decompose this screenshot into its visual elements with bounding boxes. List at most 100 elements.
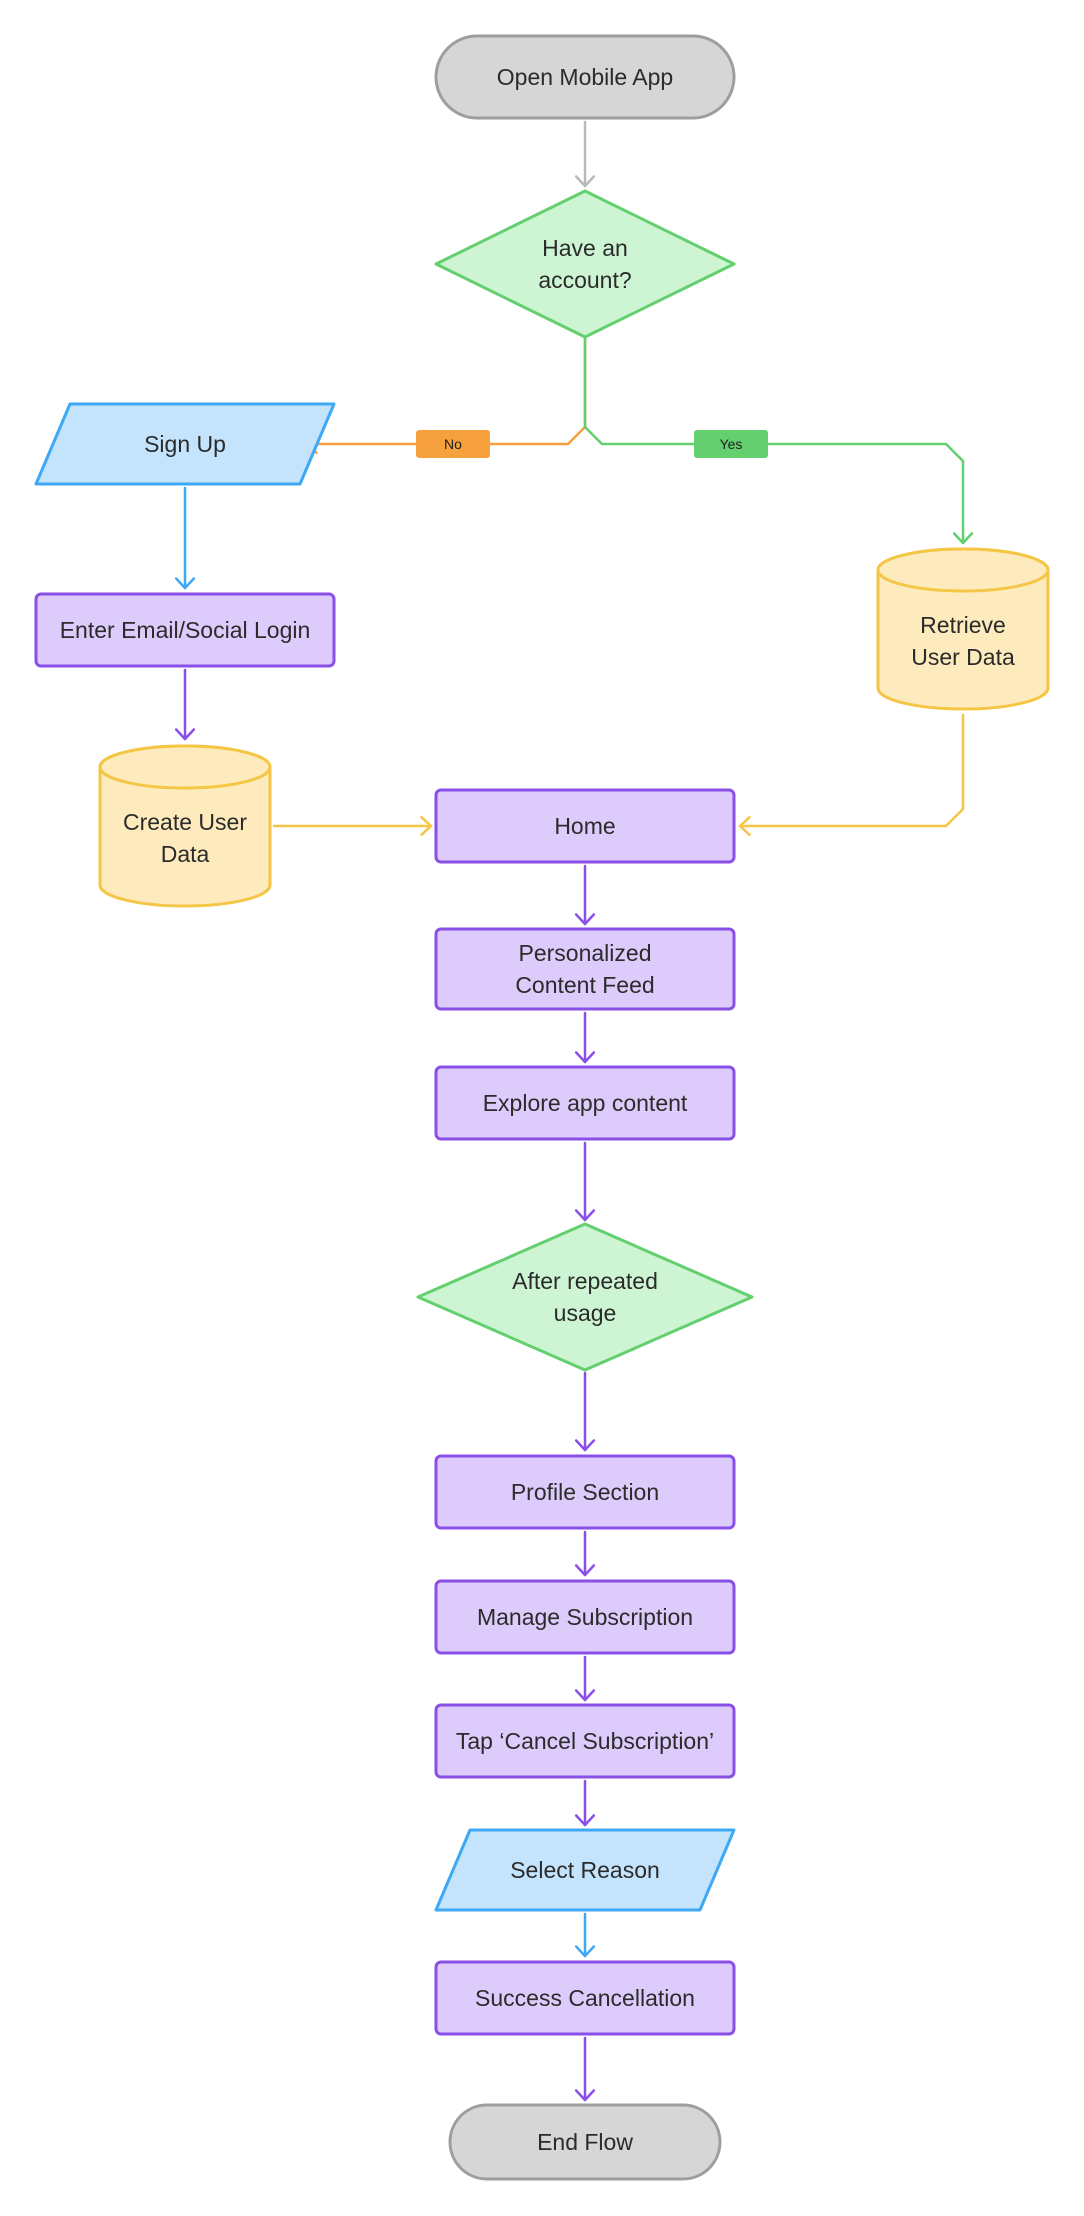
node-label-line: Content Feed bbox=[515, 972, 654, 998]
node-label-enter-email: Enter Email/Social Login bbox=[60, 617, 311, 643]
arrowhead bbox=[574, 1439, 596, 1452]
edge-home-to-personalized-feed bbox=[574, 864, 596, 926]
edge-label-badge bbox=[694, 430, 768, 458]
arrowhead bbox=[574, 1564, 596, 1577]
node-success-cancellation: Success Cancellation bbox=[434, 1960, 736, 2036]
arrowhead bbox=[574, 2089, 596, 2102]
node-end-flow: End Flow bbox=[448, 2103, 722, 2181]
edge-retrieve-user-data-to-home bbox=[738, 713, 965, 837]
edge-after-repeated-usage-to-profile-section bbox=[574, 1371, 596, 1452]
arrowhead bbox=[574, 1814, 596, 1827]
edge-line bbox=[583, 336, 965, 545]
process-shape bbox=[34, 592, 336, 668]
node-home: Home bbox=[434, 788, 736, 864]
edge-label-text: Yes bbox=[720, 436, 743, 452]
edge-sign-up-to-enter-email bbox=[174, 486, 196, 590]
edge-explore-content-to-after-repeated-usage bbox=[574, 1141, 596, 1222]
arrowhead bbox=[174, 577, 196, 590]
decision-shape bbox=[416, 1222, 754, 1372]
process-shape bbox=[434, 927, 736, 1011]
node-label-line: Create User bbox=[123, 809, 247, 835]
process-shape bbox=[434, 788, 736, 864]
node-label-line: Have an bbox=[542, 235, 628, 261]
node-profile-section: Profile Section bbox=[434, 1454, 736, 1530]
node-label-explore-content: Explore app content bbox=[483, 1090, 688, 1116]
edge-personalized-feed-to-explore-content bbox=[574, 1011, 596, 1064]
node-label-sign-up: Sign Up bbox=[144, 431, 226, 457]
node-open-app: Open Mobile App bbox=[434, 34, 736, 120]
arrowhead bbox=[574, 175, 596, 188]
arrowhead bbox=[574, 1945, 596, 1958]
node-label-line: account? bbox=[538, 267, 631, 293]
arrowhead bbox=[420, 815, 433, 837]
edge-tap-cancel-to-select-reason bbox=[574, 1779, 596, 1827]
arrowhead bbox=[574, 1051, 596, 1064]
node-label-line: usage bbox=[554, 1300, 617, 1326]
node-label-line: Data bbox=[161, 841, 210, 867]
process-shape bbox=[434, 1065, 736, 1141]
edges-layer bbox=[174, 120, 974, 2102]
terminal-shape bbox=[448, 2103, 722, 2181]
node-label-home: Home bbox=[554, 813, 615, 839]
terminal-shape bbox=[434, 34, 736, 120]
edge-enter-email-to-create-user-data bbox=[174, 668, 196, 741]
node-label-profile-section: Profile Section bbox=[511, 1479, 659, 1505]
cylinder-shape bbox=[876, 547, 1050, 711]
edge-profile-section-to-manage-subscription bbox=[574, 1530, 596, 1577]
arrowhead bbox=[738, 815, 751, 837]
edge-labels-layer: No Yes bbox=[416, 430, 768, 458]
edge-create-user-data-to-home bbox=[272, 815, 433, 837]
node-sign-up: Sign Up bbox=[34, 402, 336, 486]
arrowhead bbox=[952, 532, 974, 545]
node-label-manage-subscription: Manage Subscription bbox=[477, 1604, 693, 1630]
node-enter-email: Enter Email/Social Login bbox=[34, 592, 336, 668]
node-label-line: After repeated bbox=[512, 1268, 658, 1294]
process-shape bbox=[434, 1454, 736, 1530]
edge-line bbox=[738, 713, 965, 828]
arrowhead bbox=[574, 913, 596, 926]
node-have-account: Have an account? bbox=[434, 189, 736, 339]
edge-label-badge bbox=[416, 430, 490, 458]
edge-label-no: No bbox=[416, 430, 490, 458]
node-label-tap-cancel: Tap ‘Cancel Subscription’ bbox=[456, 1728, 714, 1754]
cylinder-shape bbox=[98, 744, 272, 908]
node-label-after-repeated-usage: After repeated usage bbox=[512, 1268, 658, 1326]
arrowhead bbox=[574, 1209, 596, 1222]
decision-shape bbox=[434, 189, 736, 339]
node-label-line: User Data bbox=[911, 644, 1015, 670]
io-shape bbox=[34, 402, 336, 486]
edge-select-reason-to-success-cancellation bbox=[574, 1912, 596, 1958]
edge-success-cancellation-to-end-flow bbox=[574, 2036, 596, 2102]
node-label-have-account: Have an account? bbox=[538, 235, 631, 293]
arrowhead bbox=[174, 728, 196, 741]
node-label-line: Personalized bbox=[519, 940, 652, 966]
process-shape bbox=[434, 1579, 736, 1655]
edge-label-yes: Yes bbox=[694, 430, 768, 458]
node-explore-content: Explore app content bbox=[434, 1065, 736, 1141]
process-shape bbox=[434, 1960, 736, 2036]
node-tap-cancel: Tap ‘Cancel Subscription’ bbox=[434, 1703, 736, 1779]
node-after-repeated-usage: After repeated usage bbox=[416, 1222, 754, 1372]
edge-open-app-to-have-account bbox=[574, 120, 596, 188]
node-select-reason: Select Reason bbox=[434, 1828, 736, 1912]
edge-have-account-to-retrieve-user-data bbox=[583, 336, 974, 545]
node-label-end-flow: End Flow bbox=[537, 2129, 633, 2155]
node-label-line: Retrieve bbox=[920, 612, 1006, 638]
io-shape bbox=[434, 1828, 736, 1912]
edge-label-text: No bbox=[444, 436, 462, 452]
edge-manage-subscription-to-tap-cancel bbox=[574, 1655, 596, 1702]
process-shape bbox=[434, 1703, 736, 1779]
node-label-open-app: Open Mobile App bbox=[497, 64, 673, 90]
arrowhead bbox=[574, 1689, 596, 1702]
node-manage-subscription: Manage Subscription bbox=[434, 1579, 736, 1655]
edge-line bbox=[305, 336, 587, 446]
node-label-select-reason: Select Reason bbox=[510, 1857, 660, 1883]
